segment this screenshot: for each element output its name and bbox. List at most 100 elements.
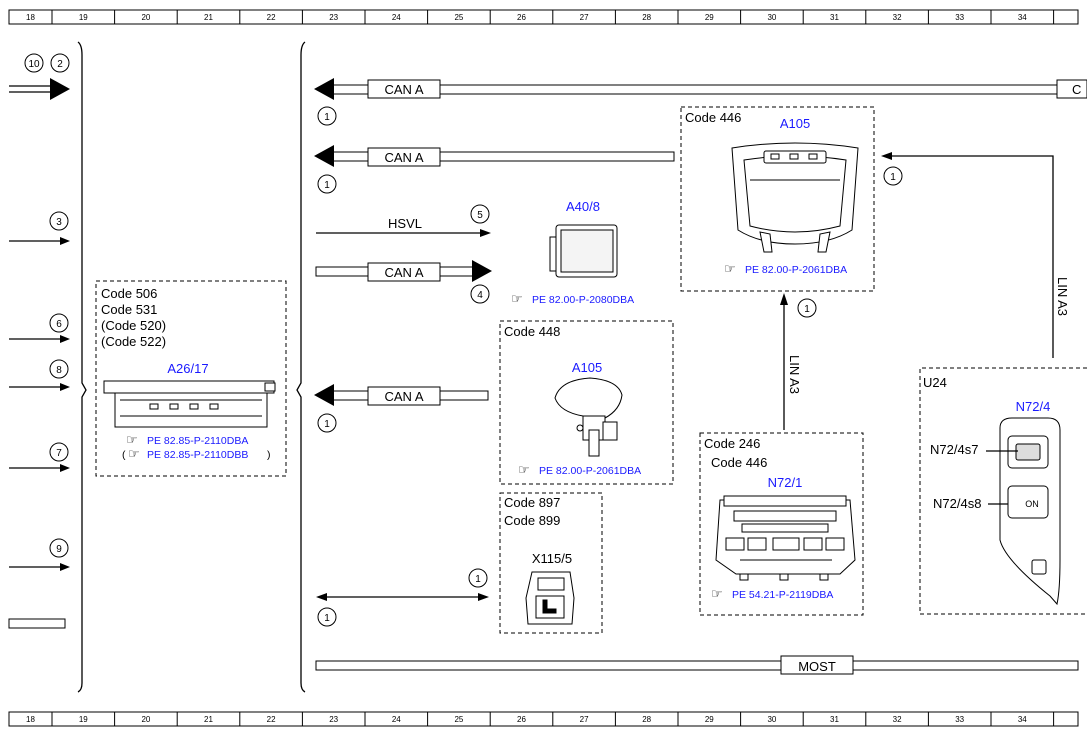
hsvl-line: HSVL 5 bbox=[316, 204, 491, 237]
can-a-bus-4: CAN A 1 bbox=[314, 384, 489, 433]
n72-1-ref-icon: ☞ bbox=[711, 586, 723, 601]
n72-4-component-label: N72/4 bbox=[1016, 399, 1051, 414]
mid-bracket bbox=[296, 41, 306, 693]
ruler-number: 31 bbox=[830, 715, 839, 724]
ref-1f-label: 1 bbox=[475, 574, 481, 585]
ruler-number: 29 bbox=[705, 13, 714, 22]
n72-4s7-label: N72/4s7 bbox=[930, 442, 978, 457]
ref-circle-10: 10 bbox=[24, 53, 44, 73]
left-bus-stub bbox=[8, 618, 66, 629]
usb-port-image bbox=[525, 571, 575, 625]
ref-1e-label: 1 bbox=[324, 419, 330, 430]
a105-top-box: Code 446 A105 ☞ PE 82.00-P-2061DBA bbox=[680, 106, 875, 292]
ref-1g-label: 1 bbox=[324, 613, 330, 624]
can-a-3-label: CAN A bbox=[384, 265, 423, 280]
a26-ref-icon-1: ☞ bbox=[126, 432, 138, 447]
a26-code-1: Code 506 bbox=[101, 286, 157, 301]
ruler-number: 30 bbox=[767, 13, 776, 22]
n72-1-code-2: Code 446 bbox=[711, 455, 767, 470]
ruler-number: 23 bbox=[329, 715, 338, 724]
ruler-number: 22 bbox=[267, 13, 276, 22]
can-a-bus-3: CAN A 4 bbox=[315, 260, 492, 304]
left-arrow-8: 8 bbox=[9, 359, 70, 391]
left-arrow-3: 3 bbox=[9, 211, 70, 245]
ruler-number: 30 bbox=[767, 715, 776, 724]
ruler-number: 25 bbox=[454, 13, 463, 22]
a105-top-code: Code 446 bbox=[685, 110, 741, 125]
ruler-number: 23 bbox=[329, 13, 338, 22]
left-arrow-double bbox=[9, 78, 70, 100]
a26-ref-2-open: ( bbox=[122, 449, 126, 461]
ruler-number: 34 bbox=[1018, 715, 1027, 724]
left-bracket bbox=[77, 41, 87, 693]
lin-a3-left-label: LIN A3 bbox=[787, 355, 802, 394]
ruler-number: 24 bbox=[392, 13, 401, 22]
a105-mid-ref-icon: ☞ bbox=[518, 462, 530, 477]
ruler-number: 28 bbox=[642, 13, 651, 22]
a26-code-3: (Code 520) bbox=[101, 318, 166, 333]
ref-1c-label: 1 bbox=[890, 172, 896, 183]
can-a-bus-1: CAN A C 1 bbox=[314, 78, 1087, 126]
x115-5-box: Code 897 Code 899 X115/5 bbox=[499, 492, 603, 634]
a26-code-4: (Code 522) bbox=[101, 334, 166, 349]
ruler-number: 33 bbox=[955, 13, 964, 22]
ruler-number: 22 bbox=[267, 715, 276, 724]
ruler-number: 18 bbox=[26, 715, 35, 724]
most-bus: MOST bbox=[315, 655, 1079, 675]
ruler-number: 34 bbox=[1018, 13, 1027, 22]
ref-9-label: 9 bbox=[56, 544, 62, 555]
ruler-number: 21 bbox=[204, 13, 213, 22]
a26-component-label: A26/17 bbox=[167, 361, 208, 376]
n72-4-code: U24 bbox=[923, 375, 947, 390]
a26-device-image bbox=[103, 380, 276, 428]
n72-1-ref[interactable]: PE 54.21-P-2119DBA bbox=[732, 589, 833, 601]
lin-a3-left-line: LIN A3 1 bbox=[780, 293, 817, 430]
a26-ref-2[interactable]: PE 82.85-P-2110DBB bbox=[147, 449, 248, 461]
ref-1d-label: 1 bbox=[804, 304, 810, 315]
gear-selector-image bbox=[554, 377, 623, 457]
ruler-number: 26 bbox=[517, 13, 526, 22]
a105-mid-ref[interactable]: PE 82.00-P-2061DBA bbox=[539, 465, 641, 477]
ref-1b-label: 1 bbox=[324, 180, 330, 191]
bidirectional-arrow: 1 1 bbox=[316, 568, 489, 627]
a105-mid-code: Code 448 bbox=[504, 324, 560, 339]
ref-10-label: 10 bbox=[28, 59, 40, 70]
a40-ref[interactable]: PE 82.00-P-2080DBA bbox=[532, 294, 634, 306]
ref-3-label: 3 bbox=[56, 217, 62, 228]
a105-top-component-label: A105 bbox=[780, 116, 810, 131]
ruler-number: 19 bbox=[79, 13, 88, 22]
overhead-console-image bbox=[731, 142, 859, 253]
ref-4-label: 4 bbox=[477, 290, 483, 301]
ruler-number: 27 bbox=[580, 13, 589, 22]
ruler-number: 24 bbox=[392, 715, 401, 724]
a105-top-ref-icon: ☞ bbox=[724, 261, 736, 276]
a26-code-2: Code 531 bbox=[101, 302, 157, 317]
can-a-4-label: CAN A bbox=[384, 389, 423, 404]
ruler-number: 26 bbox=[517, 715, 526, 724]
a105-top-ref[interactable]: PE 82.00-P-2061DBA bbox=[745, 264, 847, 276]
x115-component-label: X115/5 bbox=[532, 551, 572, 566]
ref-2-label: 2 bbox=[57, 59, 63, 70]
ref-7-label: 7 bbox=[56, 448, 62, 459]
left-arrow-6: 6 bbox=[9, 313, 70, 343]
x115-code-1: Code 897 bbox=[504, 495, 560, 510]
lin-a3-right-label: LIN A3 bbox=[1055, 277, 1070, 316]
n72-1-component-label: N72/1 bbox=[768, 475, 803, 490]
ruler-number: 21 bbox=[204, 715, 213, 724]
ruler-number: 32 bbox=[893, 715, 902, 724]
ruler-number: 28 bbox=[642, 715, 651, 724]
a26-ref-1[interactable]: PE 82.85-P-2110DBA bbox=[147, 435, 248, 447]
n72-4s8-label: N72/4s8 bbox=[933, 496, 981, 511]
a26-ref-icon-2: ☞ bbox=[128, 446, 140, 461]
a26-ref-2-close: ) bbox=[267, 449, 271, 461]
ruler-number: 25 bbox=[454, 715, 463, 724]
overhead-control-panel-image bbox=[715, 495, 856, 581]
a40-8-component: A40/8 ☞ PE 82.00-P-2080DBA bbox=[511, 199, 634, 306]
ref-1a-label: 1 bbox=[324, 112, 330, 123]
left-arrow-7: 7 bbox=[9, 442, 70, 472]
ref-5-label: 5 bbox=[477, 210, 483, 221]
switch-panel-image bbox=[999, 417, 1061, 606]
